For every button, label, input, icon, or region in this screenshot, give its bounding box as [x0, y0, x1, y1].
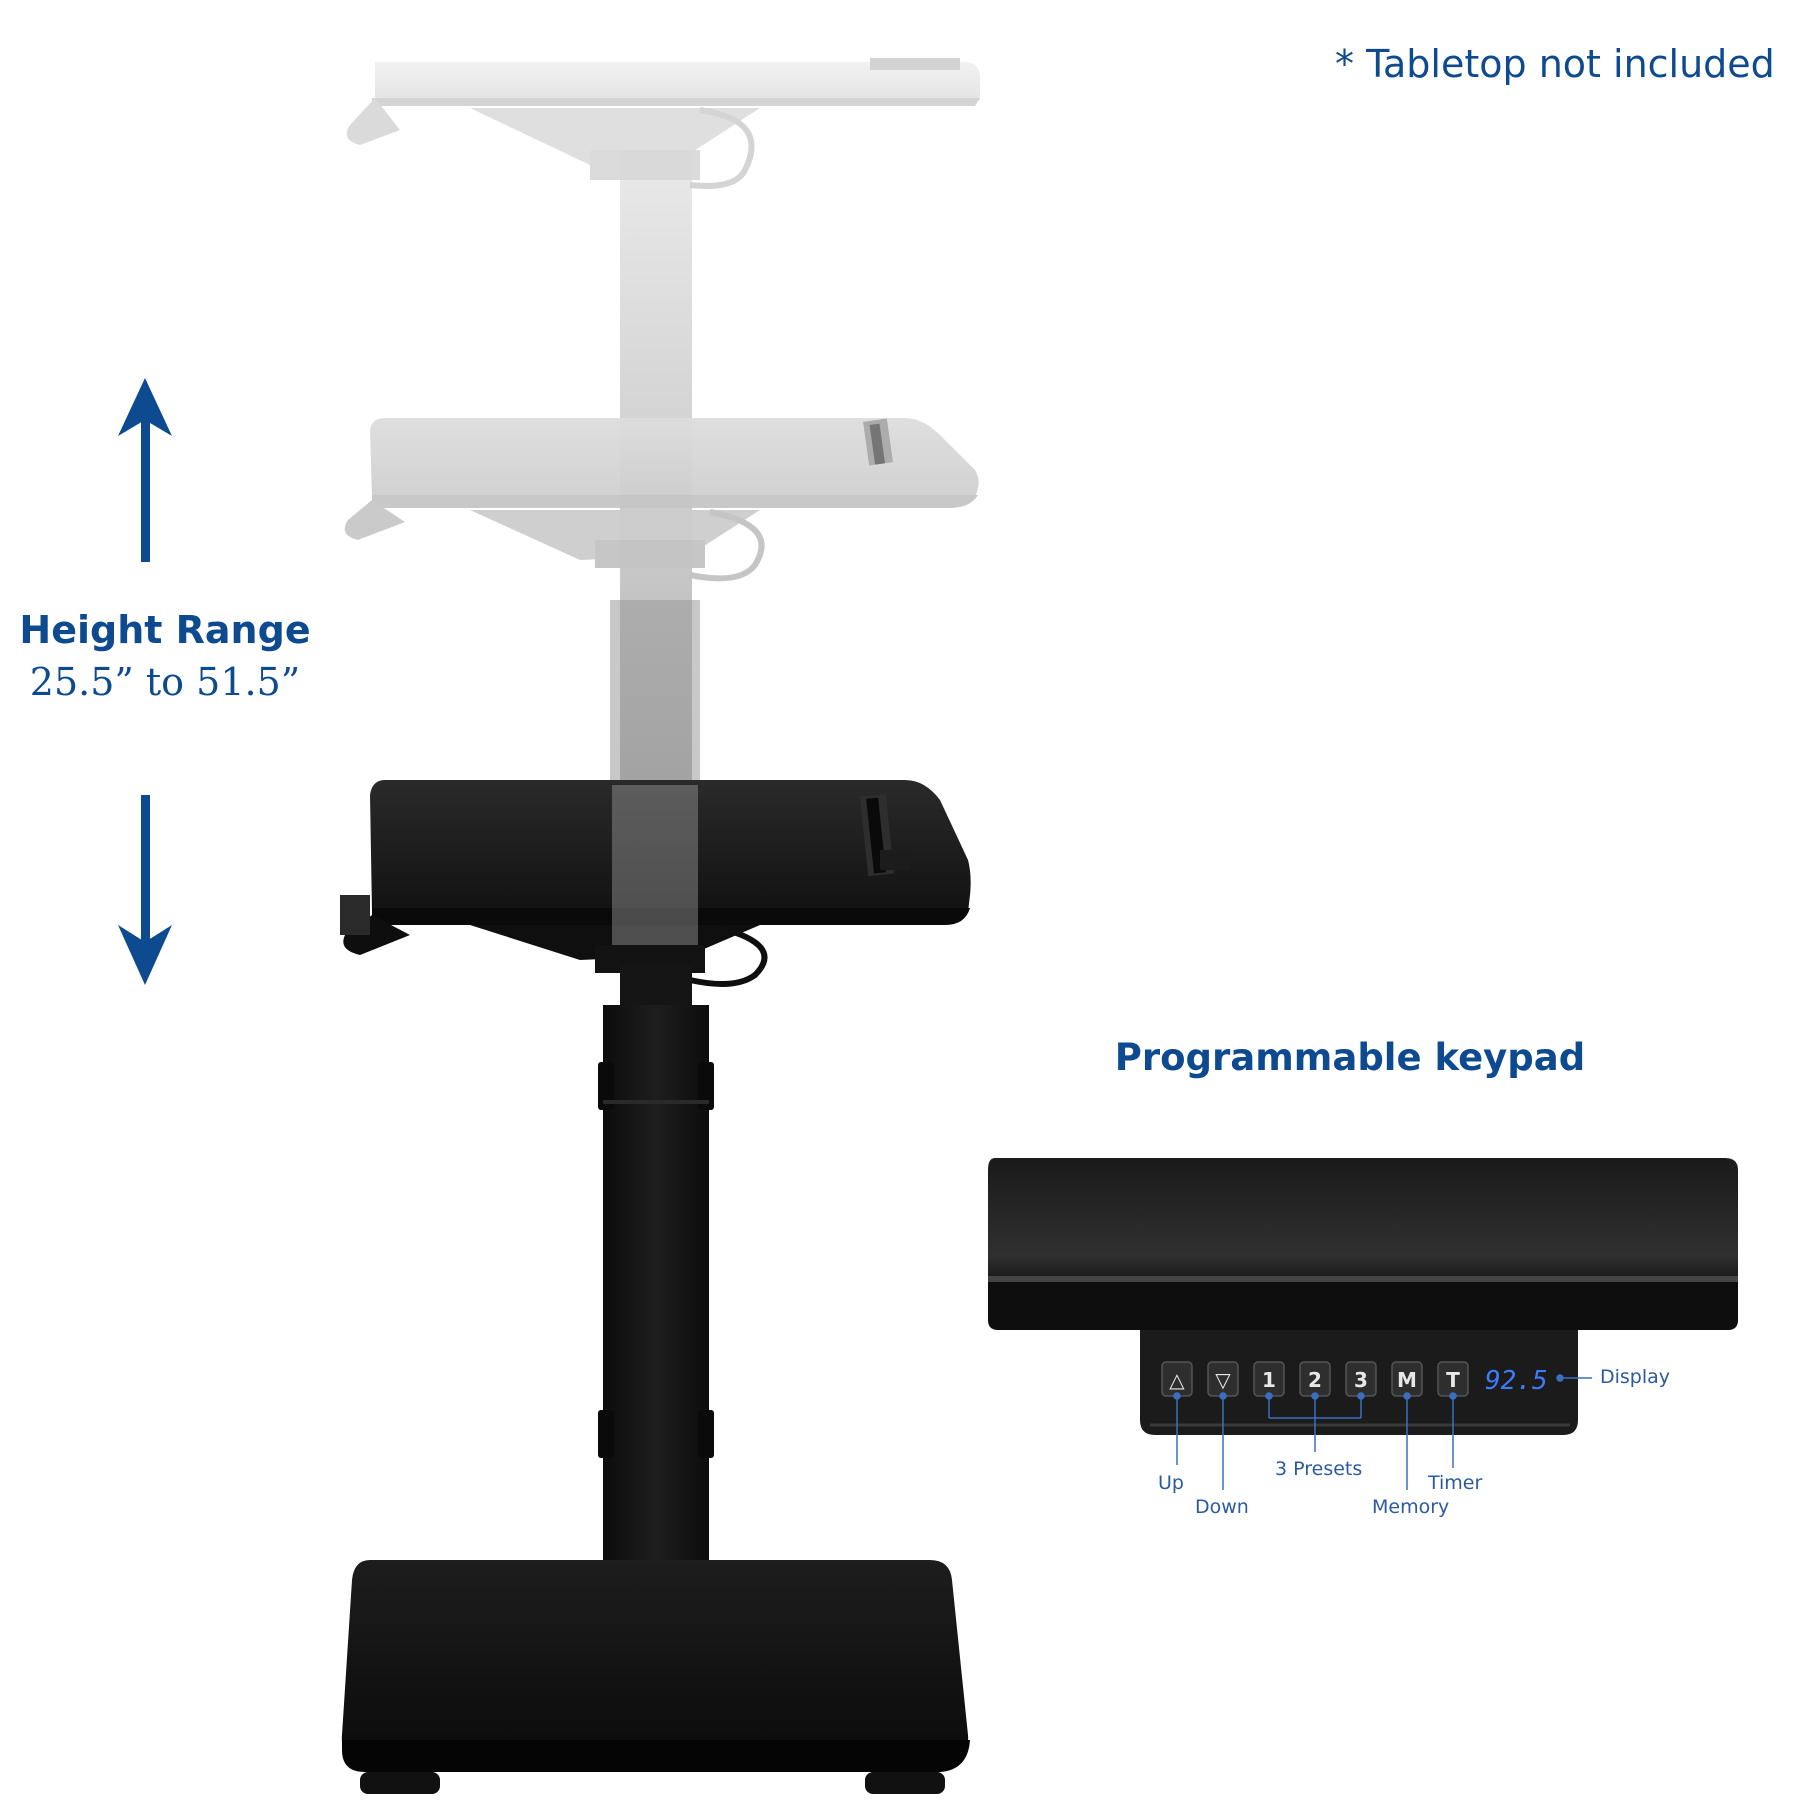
desk-column: [598, 965, 714, 1605]
label-display: Display: [1600, 1366, 1671, 1388]
height-range-value: 25.5” to 51.5”: [29, 660, 301, 704]
key-preset-2: 2: [1299, 1361, 1331, 1397]
key-timer: T: [1437, 1361, 1469, 1397]
height-range-title: Height Range: [19, 608, 311, 652]
key-preset-2-label: 2: [1308, 1368, 1322, 1392]
ghost-tabletop-mid: [344, 418, 979, 582]
tabletop-note: * Tabletop not included: [1335, 42, 1775, 86]
key-down: ▽: [1207, 1361, 1239, 1397]
key-memory-label: M: [1397, 1368, 1417, 1392]
key-up-label: △: [1169, 1368, 1185, 1392]
key-preset-1: 1: [1253, 1361, 1285, 1397]
callout-lines: [1173, 1374, 1592, 1490]
desk-base: [341, 1560, 970, 1794]
keypad-closeup-desk: [988, 1158, 1738, 1330]
label-presets: 3 Presets: [1275, 1458, 1363, 1480]
label-memory: Memory: [1372, 1496, 1450, 1518]
keypad-keys: △ ▽ 1 2 3 M T: [1161, 1361, 1548, 1397]
keypad-title: Programmable keypad: [1114, 1036, 1586, 1079]
key-memory: M: [1391, 1361, 1423, 1397]
key-preset-3: 3: [1345, 1361, 1377, 1397]
key-down-label: ▽: [1215, 1368, 1231, 1392]
key-timer-label: T: [1446, 1368, 1460, 1392]
label-up: Up: [1158, 1472, 1184, 1494]
keypad-display: 92.5: [1485, 1366, 1548, 1396]
ghost-tabletop-high: [346, 58, 980, 189]
key-preset-1-label: 1: [1262, 1368, 1276, 1392]
up-arrow-icon: [118, 378, 172, 562]
label-down: Down: [1195, 1496, 1249, 1518]
key-up: △: [1161, 1361, 1193, 1397]
black-tabletop: [340, 780, 971, 987]
key-preset-3-label: 3: [1354, 1368, 1368, 1392]
label-timer: Timer: [1428, 1472, 1483, 1494]
down-arrow-icon: [118, 795, 172, 985]
